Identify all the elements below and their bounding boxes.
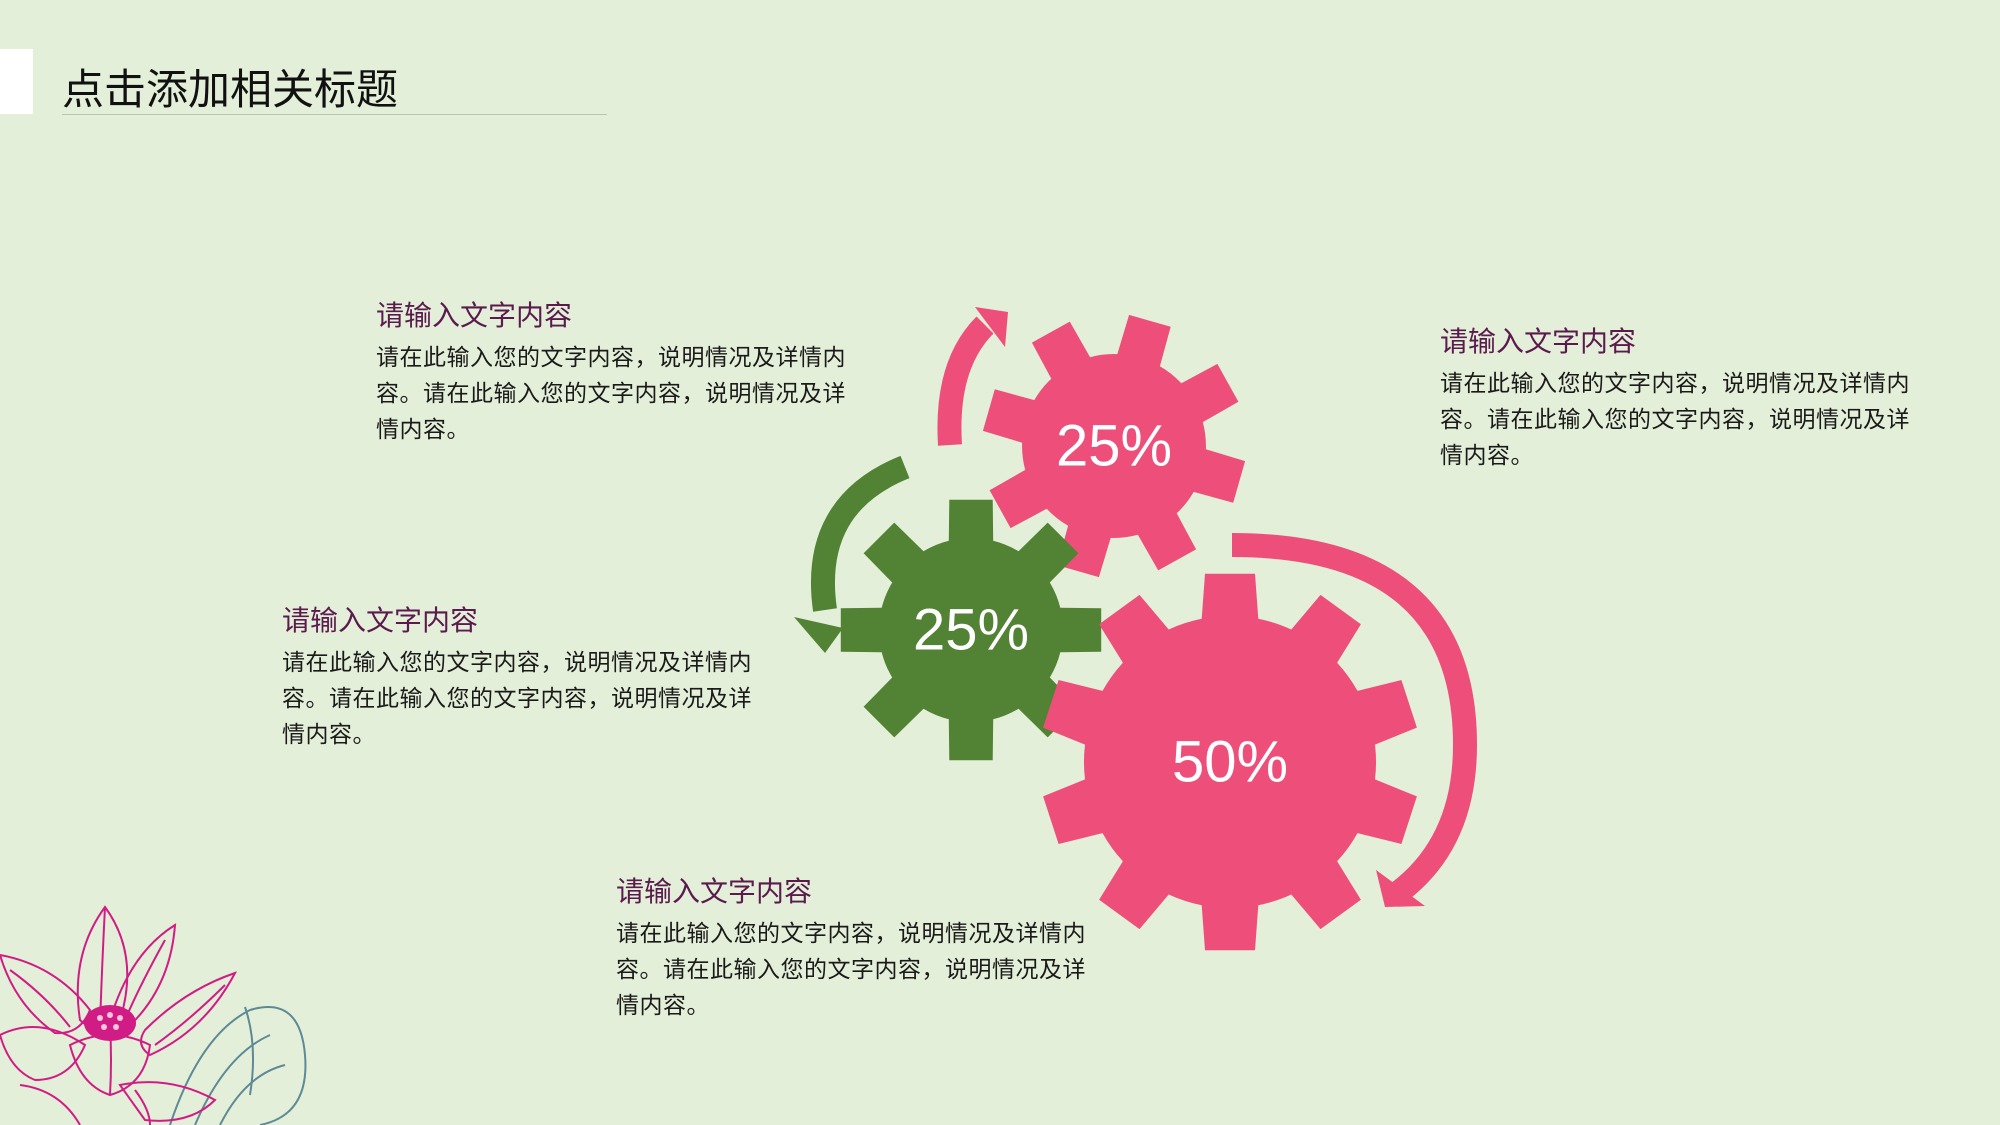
text-block-body: 请在此输入您的文字内容，说明情况及详情内容。请在此输入您的文字内容，说明情况及详…: [376, 345, 846, 443]
text-block-top-right: 请输入文字内容 请在此输入您的文字内容，说明情况及详情内容。请在此输入您的文字内…: [1440, 322, 1920, 474]
text-block-heading: 请输入文字内容: [1440, 325, 1637, 358]
gear-middle-label: 25%: [913, 598, 1029, 663]
text-block-top-left: 请输入文字内容 请在此输入您的文字内容，说明情况及详情内容。请在此输入您的文字内…: [376, 296, 856, 448]
text-block-middle-left: 请输入文字内容 请在此输入您的文字内容，说明情况及详情内容。请在此输入您的文字内…: [282, 601, 762, 753]
text-block-heading: 请输入文字内容: [282, 604, 479, 637]
text-block-body: 请在此输入您的文字内容，说明情况及详情内容。请在此输入您的文字内容，说明情况及详…: [1440, 371, 1910, 469]
arrow-icon-left: [794, 455, 910, 653]
text-block-heading: 请输入文字内容: [616, 875, 813, 908]
text-block-heading: 请输入文字内容: [376, 299, 573, 332]
text-block-bottom: 请输入文字内容 请在此输入您的文字内容，说明情况及详情内容。请在此输入您的文字内…: [616, 872, 1096, 1024]
lotus-flower-icon: [0, 905, 307, 1125]
gear-middle: 25%: [840, 499, 1102, 761]
title-accent-tab: [0, 49, 33, 114]
gear-top-label: 25%: [1056, 414, 1172, 479]
gear-bottom-label: 50%: [1172, 730, 1288, 795]
title-underline: [62, 114, 607, 115]
gear-bottom: 50%: [1043, 573, 1417, 951]
text-block-body: 请在此输入您的文字内容，说明情况及详情内容。请在此输入您的文字内容，说明情况及详…: [616, 921, 1086, 1019]
arrow-icon-right: [1231, 533, 1478, 907]
arrow-icon-top: [937, 307, 1008, 446]
page-title: 点击添加相关标题: [62, 65, 399, 114]
gear-top: 25%: [982, 314, 1246, 578]
lotus-seed-pod: [84, 1005, 136, 1041]
text-block-body: 请在此输入您的文字内容，说明情况及详情内容。请在此输入您的文字内容，说明情况及详…: [282, 650, 752, 748]
